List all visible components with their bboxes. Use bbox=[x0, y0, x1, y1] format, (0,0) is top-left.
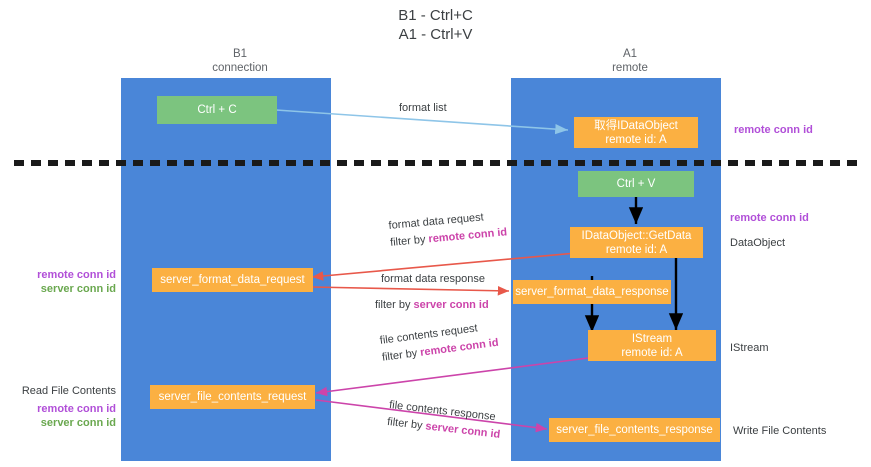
annotation-istream: IStream bbox=[730, 342, 769, 354]
edge-label-format-data-response-filter: filter by server conn id bbox=[375, 298, 489, 312]
node-server-format-data-response[interactable]: server_format_data_response bbox=[513, 280, 671, 304]
node-idataobject-label: 取得IDataObject bbox=[594, 119, 678, 132]
edge-label-format-data-response: format data response bbox=[381, 273, 485, 285]
node-getdata-label: IDataObject::GetData bbox=[581, 229, 692, 242]
edge-label-file-contents-response-group: file contents response filter by server … bbox=[386, 398, 503, 442]
annotation-remote-conn-id-mid: remote conn id bbox=[730, 212, 809, 224]
node-server-file-contents-request-label: server_file_contents_request bbox=[158, 391, 307, 403]
page-title: B1 - Ctrl+C A1 - Ctrl+V bbox=[0, 6, 871, 44]
node-server-file-contents-response-label: server_file_contents_response bbox=[556, 424, 713, 436]
node-server-format-data-request[interactable]: server_format_data_request bbox=[152, 268, 313, 292]
filter-prefix: filter by bbox=[381, 346, 422, 364]
annotation-remote-conn-id-top: remote conn id bbox=[734, 124, 813, 136]
filter-prefix: filter by bbox=[375, 299, 414, 311]
node-server-file-contents-response[interactable]: server_file_contents_response bbox=[549, 418, 720, 442]
arrow-format-data-response bbox=[311, 285, 510, 296]
annotation-dataobject: DataObject bbox=[730, 237, 786, 249]
node-ctrl-v-label: Ctrl + V bbox=[616, 178, 656, 190]
node-server-format-data-request-label: server_format_data_request bbox=[160, 274, 305, 286]
node-idataobject[interactable]: 取得IDataObject remote id: A bbox=[574, 117, 698, 148]
annotation-left-server-conn-id-bottom: server conn id bbox=[40, 417, 116, 429]
node-istream-remote-id: remote id: A bbox=[621, 346, 683, 359]
node-idataobject-remote-id: remote id: A bbox=[605, 133, 667, 146]
title-line-1: B1 - Ctrl+C bbox=[398, 7, 473, 24]
node-ctrl-v[interactable]: Ctrl + V bbox=[578, 171, 694, 197]
node-server-format-data-response-label: server_format_data_response bbox=[515, 286, 669, 298]
column-header-a1-sub: remote bbox=[612, 62, 648, 74]
node-istream-label: IStream bbox=[631, 332, 673, 345]
annotation-left-remote-conn-id-bottom: remote conn id bbox=[37, 403, 116, 415]
column-header-b1: B1 connection bbox=[155, 47, 325, 75]
edge-label-format-list: format list bbox=[399, 102, 447, 114]
column-header-b1-name: B1 bbox=[232, 48, 248, 60]
filter-prefix: filter by bbox=[389, 233, 430, 249]
node-ctrl-c[interactable]: Ctrl + C bbox=[157, 96, 277, 124]
annotation-read-file-contents: Read File Contents bbox=[21, 385, 116, 397]
column-header-a1: A1 remote bbox=[545, 47, 715, 75]
title-line-2: A1 - Ctrl+V bbox=[398, 26, 473, 43]
node-server-file-contents-request[interactable]: server_file_contents_request bbox=[150, 385, 315, 409]
node-istream[interactable]: IStream remote id: A bbox=[588, 330, 716, 361]
filter-prefix: filter by bbox=[386, 415, 427, 433]
filter-key-remote-conn-id: remote conn id bbox=[427, 226, 508, 246]
column-header-b1-sub: connection bbox=[212, 62, 268, 74]
node-idataobject-getdata[interactable]: IDataObject::GetData remote id: A bbox=[570, 227, 703, 258]
node-getdata-remote-id: remote id: A bbox=[605, 243, 668, 256]
annotation-left-server-conn-id-mid: server conn id bbox=[40, 283, 116, 295]
filter-key-server-conn-id: server conn id bbox=[413, 299, 489, 311]
edge-label-file-contents-request-group: file contents request filter by remote c… bbox=[379, 319, 499, 365]
node-ctrl-c-label: Ctrl + C bbox=[197, 104, 237, 116]
edge-label-format-data-request-group: format data request filter by remote con… bbox=[388, 208, 508, 250]
column-header-a1-name: A1 bbox=[622, 48, 638, 60]
annotation-left-remote-conn-id-mid: remote conn id bbox=[37, 269, 116, 281]
annotation-write-file-contents: Write File Contents bbox=[733, 425, 827, 437]
